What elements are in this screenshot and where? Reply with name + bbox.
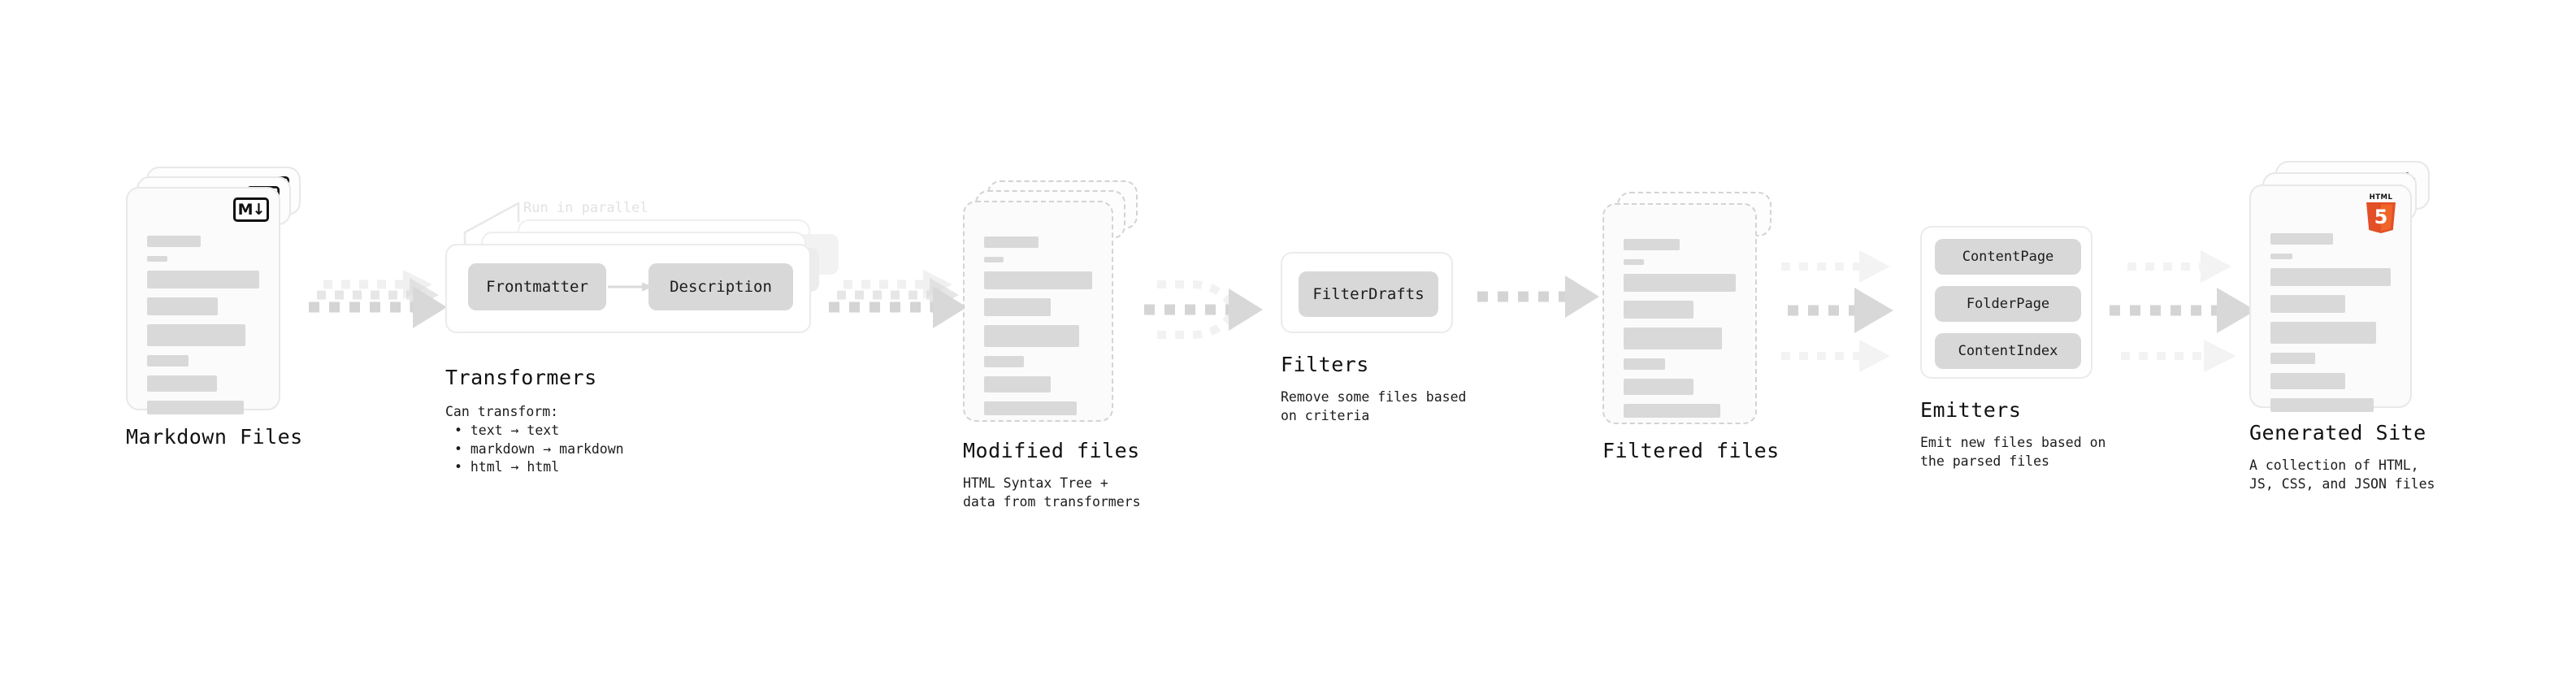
svg-text:5: 5 bbox=[2374, 206, 2388, 228]
modified-card-front bbox=[963, 201, 1113, 422]
transformer-box-front: Frontmatter Description bbox=[445, 244, 811, 333]
modified-files-subtitle: HTML Syntax Tree + data from transformers bbox=[963, 475, 1141, 512]
content-bar bbox=[2270, 373, 2345, 389]
emitters-box: ContentPage FolderPage ContentIndex bbox=[1920, 226, 2092, 379]
emitters-subtitle-line-2: the parsed files bbox=[1920, 453, 2049, 469]
content-bar bbox=[2270, 398, 2374, 412]
content-bar bbox=[984, 236, 1039, 248]
modified-subtitle-line-2: data from transformers bbox=[963, 493, 1141, 510]
content-bar bbox=[1624, 259, 1644, 265]
filters-box: FilterDrafts bbox=[1281, 252, 1453, 333]
generated-subtitle-line-2: JS, CSS, and JSON files bbox=[2249, 475, 2435, 492]
markdown-card-front: M↓ bbox=[126, 187, 280, 414]
markdown-logo-arrow: ↓ bbox=[252, 200, 266, 219]
modified-files-title: Modified files bbox=[963, 439, 1140, 462]
stage-markdown-files: M↓ M↓ M↓ bbox=[126, 167, 302, 449]
content-bar bbox=[1624, 301, 1693, 319]
content-bar bbox=[147, 401, 244, 414]
arrow-emitters-to-generated bbox=[2110, 236, 2256, 382]
content-bar bbox=[147, 236, 202, 247]
emitter-pill-folderpage[interactable]: FolderPage bbox=[1935, 286, 2081, 322]
transformers-title: Transformers bbox=[445, 366, 597, 389]
transformers-subtitle: Can transform: • text → text • markdown → … bbox=[445, 403, 624, 477]
content-bar bbox=[147, 375, 217, 392]
generated-site-title: Generated Site bbox=[2249, 421, 2426, 445]
content-bar bbox=[1624, 358, 1666, 370]
markdown-card-stack: M↓ M↓ M↓ bbox=[126, 167, 301, 414]
stage-filtered-files: Filtered files bbox=[1602, 192, 1779, 462]
filters-subtitle: Remove some files based on criteria bbox=[1281, 388, 1466, 426]
transformers-bullet-0: • text → text bbox=[454, 422, 560, 438]
arrow-transformers-to-modified bbox=[829, 267, 967, 356]
card-content-bars bbox=[147, 236, 259, 423]
generated-card-front: HTML 5 bbox=[2249, 184, 2412, 412]
content-bar bbox=[1624, 379, 1693, 395]
emitters-title: Emitters bbox=[1920, 398, 2022, 422]
content-bar bbox=[2270, 268, 2391, 286]
content-bar bbox=[984, 376, 1052, 393]
stage-generated-site: CSS HTML 5 bbox=[2249, 161, 2436, 492]
filter-pill-filterdrafts[interactable]: FilterDrafts bbox=[1299, 271, 1438, 317]
content-bar bbox=[147, 271, 259, 288]
emitters-subtitle: Emit new files based on the parsed files bbox=[1920, 434, 2105, 471]
card-content-bars bbox=[1624, 239, 1736, 427]
emitter-pill-contentindex[interactable]: ContentIndex bbox=[1935, 333, 2081, 369]
generated-subtitle-line-1: A collection of HTML, bbox=[2249, 458, 2419, 473]
content-bar bbox=[1624, 404, 1720, 418]
transformers-bullet-1: • markdown → markdown bbox=[454, 440, 624, 457]
content-bar bbox=[984, 325, 1080, 347]
filters-title: Filters bbox=[1281, 353, 1369, 376]
card-content-bars bbox=[984, 236, 1092, 424]
content-bar bbox=[984, 298, 1052, 316]
run-in-parallel-bracket bbox=[463, 193, 626, 258]
content-bar bbox=[147, 297, 218, 315]
markdown-logo-icon: M↓ bbox=[233, 197, 269, 222]
transformer-inner-arrow bbox=[608, 282, 653, 292]
generated-card-stack: CSS HTML 5 bbox=[2249, 161, 2436, 413]
content-bar bbox=[2270, 233, 2333, 245]
filters-subtitle-line-1: Remove some files based bbox=[1281, 389, 1467, 405]
transformer-pill-description[interactable]: Description bbox=[648, 263, 793, 310]
modified-subtitle-line-1: HTML Syntax Tree + bbox=[963, 475, 1108, 491]
transformers-subtitle-head: Can transform: bbox=[445, 404, 559, 419]
filtered-card-front bbox=[1602, 203, 1757, 424]
modified-card-stack bbox=[963, 180, 1138, 424]
filtered-files-title: Filtered files bbox=[1602, 439, 1780, 462]
markdown-files-title: Markdown Files bbox=[126, 425, 303, 449]
arrow-modified-to-filters bbox=[1138, 268, 1268, 354]
generated-site-subtitle: A collection of HTML, JS, CSS, and JSON f… bbox=[2249, 457, 2435, 494]
arrow-filters-to-filtered bbox=[1477, 272, 1601, 321]
run-in-parallel-label: Run in parallel bbox=[523, 200, 648, 216]
transformers-bullet-2: • html → html bbox=[454, 459, 560, 475]
filtered-card-stack bbox=[1602, 192, 1777, 427]
content-bar bbox=[984, 356, 1025, 367]
arrow-filtered-to-emitters bbox=[1781, 236, 1921, 382]
arrow-markdown-to-transformers bbox=[309, 267, 447, 356]
content-bar bbox=[1624, 239, 1680, 250]
filters-subtitle-line-2: on criteria bbox=[1281, 407, 1370, 423]
transformer-pill-frontmatter[interactable]: Frontmatter bbox=[468, 263, 606, 310]
content-bar bbox=[984, 271, 1092, 289]
content-bar bbox=[984, 401, 1078, 415]
html5-logo-icon: HTML 5 bbox=[2363, 191, 2399, 233]
content-bar bbox=[147, 324, 246, 346]
content-bar bbox=[2270, 295, 2345, 313]
content-bar bbox=[1624, 327, 1723, 349]
content-bar bbox=[1624, 274, 1736, 292]
emitter-pill-contentpage[interactable]: ContentPage bbox=[1935, 239, 2081, 275]
content-bar bbox=[2270, 254, 2292, 259]
card-content-bars bbox=[2270, 233, 2391, 421]
content-bar bbox=[147, 256, 167, 262]
content-bar bbox=[2270, 322, 2377, 344]
content-bar bbox=[2270, 353, 2315, 364]
content-bar bbox=[147, 355, 189, 367]
svg-text:HTML: HTML bbox=[2370, 193, 2393, 202]
emitters-subtitle-line-1: Emit new files based on bbox=[1920, 435, 2106, 450]
stage-modified-files: Modified files HTML Syntax Tree + data fr… bbox=[963, 180, 1141, 510]
content-bar bbox=[984, 257, 1004, 262]
markdown-logo-letter: M bbox=[237, 200, 254, 219]
